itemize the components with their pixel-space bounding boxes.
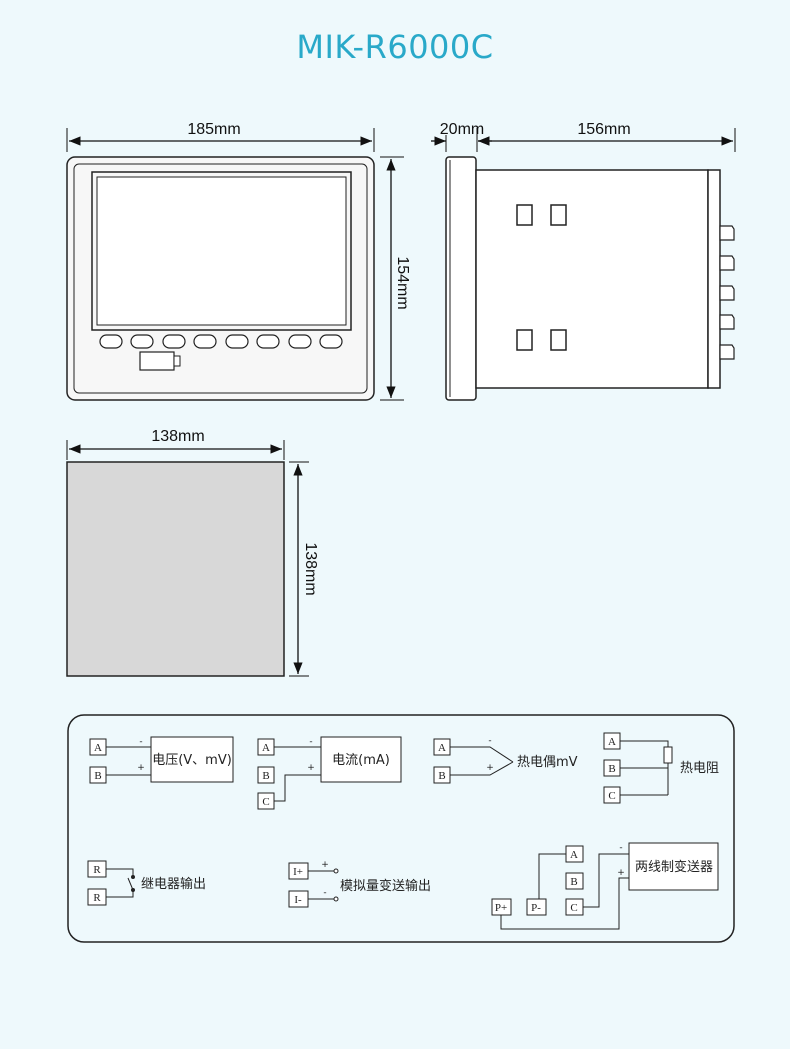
transmitter-terminal-p-minus: P- (531, 902, 541, 914)
thermocouple-label: 热电偶mV (517, 755, 578, 770)
panel-cutout: 138mm 138mm (66, 428, 319, 677)
relay-terminal-2: R (93, 892, 101, 904)
usb-port (139, 351, 181, 371)
wiring-analog-output (288, 862, 339, 908)
voltage-terminal-b: B (94, 770, 101, 782)
transmitter-terminal-c: C (570, 902, 577, 914)
side-view: 20mm 156mm (431, 121, 736, 401)
rtd-label: 热电阻 (680, 761, 719, 776)
wiring-voltage (89, 736, 234, 784)
wiring-relay (87, 860, 135, 906)
rear-terminals (719, 225, 735, 360)
voltage-terminal-a: A (94, 742, 102, 754)
voltage-label: 电压(V、mV) (152, 753, 232, 768)
transmitter-terminal-a: A (570, 849, 578, 861)
analog-terminal-minus: I- (294, 894, 302, 906)
voltage-minus-sign: - (139, 737, 142, 747)
front-width-label: 185mm (187, 121, 240, 138)
analog-terminal-plus: I+ (293, 866, 303, 878)
front-width-dimension: 185mm (66, 121, 375, 152)
thermocouple-terminal-b: B (438, 770, 445, 782)
wiring-thermocouple (433, 738, 514, 784)
wiring-transmitter (491, 842, 719, 930)
analog-label: 模拟量变送输出 (340, 878, 431, 894)
cutout-width-dimension: 138mm (66, 428, 285, 460)
current-terminal-b: B (262, 770, 269, 782)
cutout-width-label: 138mm (151, 428, 204, 445)
display-screen (91, 171, 352, 331)
rtd-terminal-c: C (608, 790, 615, 802)
thermocouple-minus-sign: - (488, 736, 491, 746)
rtd-terminal-b: B (608, 763, 615, 775)
rtd-terminal-a: A (608, 736, 616, 748)
resistor-icon (663, 746, 673, 764)
front-height-dimension: 154mm (380, 156, 411, 401)
front-view: 185mm 154mm (66, 121, 411, 401)
front-height-label: 154mm (394, 256, 411, 309)
wiring-current (257, 736, 402, 810)
transmitter-plus-sign: + (617, 868, 625, 878)
current-label: 电流(mA) (332, 753, 390, 768)
current-terminal-c: C (262, 796, 269, 808)
cutout-height-label: 138mm (302, 542, 319, 595)
wiring-rtd (603, 732, 673, 804)
relay-terminal-1: R (93, 864, 101, 876)
relay-label: 继电器输出 (141, 876, 206, 892)
thermocouple-terminal-a: A (438, 742, 446, 754)
transmitter-minus-sign: - (619, 843, 622, 853)
current-plus-sign: + (307, 763, 315, 773)
front-buttons (99, 334, 343, 349)
relay-switch-icon (127, 877, 134, 891)
transmitter-label: 两线制变送器 (635, 859, 713, 875)
current-minus-sign: - (309, 737, 312, 747)
cutout-height-dimension: 138mm (289, 461, 319, 677)
transmitter-terminal-b: B (570, 876, 577, 888)
thermocouple-plus-sign: + (486, 763, 494, 773)
current-terminal-a: A (262, 742, 270, 754)
page-title: MIK-R6000C (296, 28, 494, 66)
analog-plus-sign: + (321, 860, 329, 870)
transmitter-terminal-p-plus: P+ (495, 902, 507, 914)
mounting-clips (516, 204, 567, 351)
side-front-depth-label: 20mm (440, 121, 484, 138)
side-depth-dimension: 20mm 156mm (431, 121, 736, 152)
analog-minus-sign: - (323, 888, 326, 898)
side-body-depth-label: 156mm (577, 121, 630, 138)
voltage-plus-sign: + (137, 763, 145, 773)
